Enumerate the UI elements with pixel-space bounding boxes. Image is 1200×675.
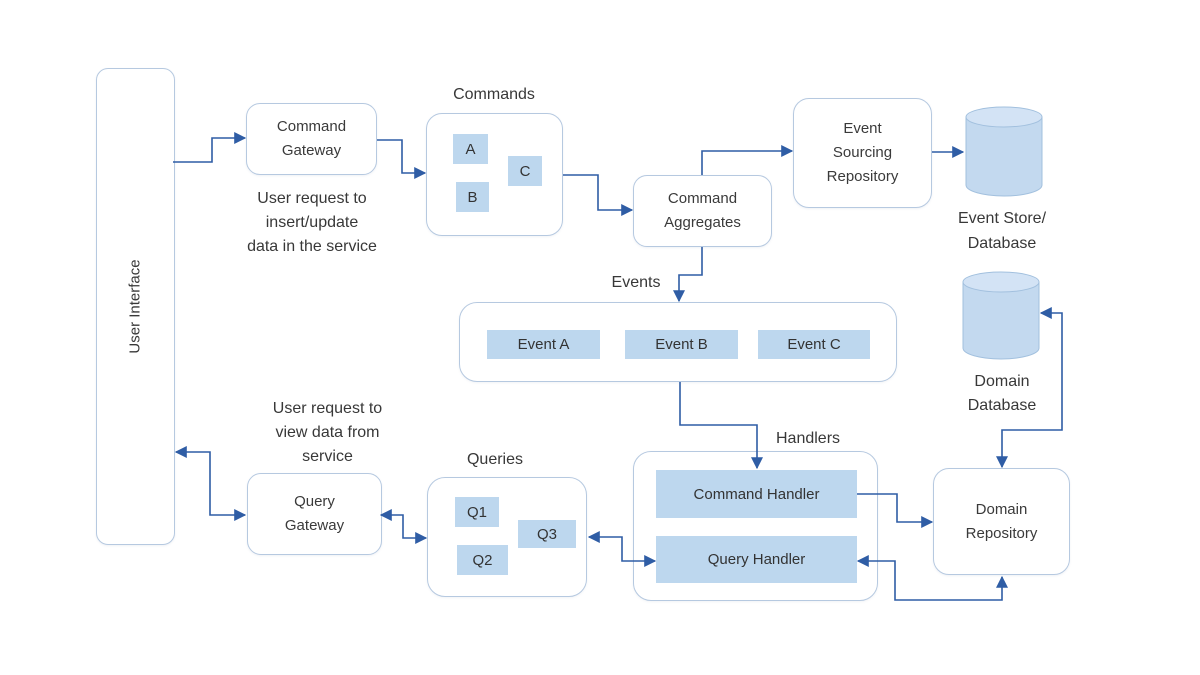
group-label-handlers: Handlers (775, 430, 841, 447)
chip-event-a: Event A (487, 330, 600, 359)
chip-query-q3: Q3 (518, 520, 576, 548)
connector-command-gateway-to-commands (377, 139, 427, 179)
chip-command-c: C (508, 156, 542, 186)
domain-database-cylinder-icon (962, 271, 1040, 366)
node-user-interface: User Interface (96, 68, 175, 545)
connector-commands-to-command-aggregates (563, 174, 634, 216)
label-domain-database: Domain Database (967, 373, 1037, 414)
connector-ui-to-command-gateway (173, 132, 247, 163)
node-query-gateway: Query Gateway (247, 473, 382, 555)
group-box-commands (426, 113, 563, 236)
chip-command-a: A (453, 134, 488, 164)
connector-ui-query-gateway (174, 446, 247, 521)
connector-query-gateway-queries (379, 509, 428, 544)
group-label-commands: Commands (453, 86, 535, 103)
node-command-gateway: Command Gateway (246, 103, 377, 175)
node-command-aggregates: Command Aggregates (633, 175, 772, 247)
event-store-database-cylinder-icon (965, 106, 1043, 203)
chip-query-q2: Q2 (457, 545, 508, 575)
user-interface-label: User Interface (127, 259, 144, 354)
chip-query-q1: Q1 (455, 497, 499, 527)
chip-command-b: B (456, 182, 489, 212)
node-domain-repository: Domain Repository (933, 468, 1070, 575)
caption-insert-update: User request to insert/update data in th… (247, 190, 377, 255)
caption-view-data: User request to view data from service (272, 400, 383, 465)
chip-event-b: Event B (625, 330, 738, 359)
chip-event-c: Event C (758, 330, 870, 359)
chip-query-handler: Query Handler (656, 536, 857, 583)
group-label-events: Events (611, 274, 661, 291)
chip-command-handler: Command Handler (656, 470, 857, 518)
group-label-queries: Queries (466, 451, 524, 468)
node-event-sourcing-repository: Event Sourcing Repository (793, 98, 932, 208)
connector-command-aggregates-to-event-sourcing-repository (701, 145, 794, 175)
label-event-store-database: Event Store/ Database (957, 210, 1047, 252)
